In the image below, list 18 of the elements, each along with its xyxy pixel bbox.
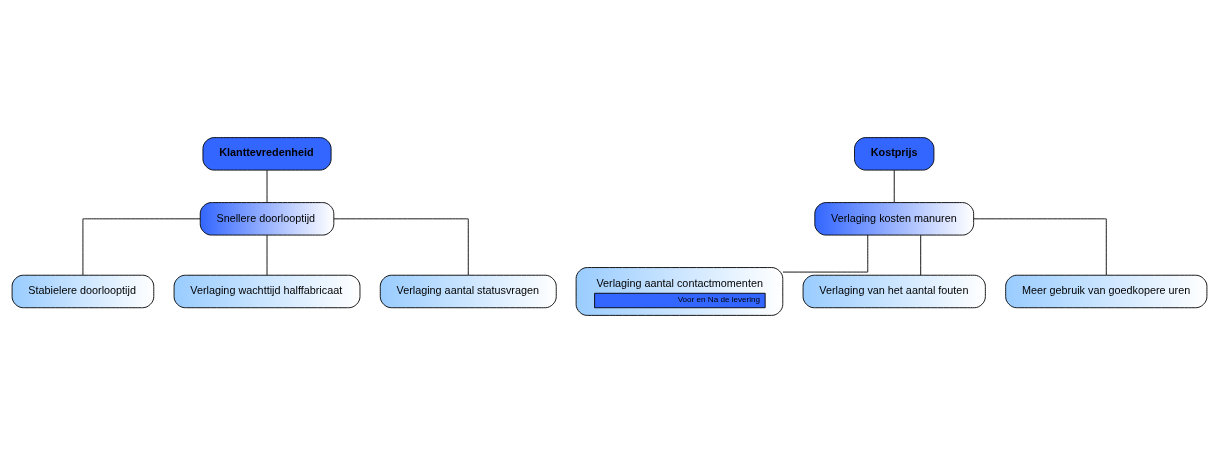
connector: [782, 234, 869, 273]
node-box: Kostprijs: [854, 137, 935, 171]
node-box: Klanttevredenheid: [202, 137, 332, 171]
node-box: Verlaging kosten manuren: [814, 202, 975, 236]
node-box: Verlaging van het aantal fouten: [802, 274, 986, 309]
connector: [82, 218, 201, 276]
node-box: Verlaging aantal statusvragen: [379, 274, 557, 309]
node-box: Meer gebruik van goedkopere uren: [1005, 274, 1208, 309]
node-box: Stabielere doorlooptijd: [11, 274, 155, 309]
connector: [266, 234, 268, 276]
connector: [920, 234, 922, 276]
node-box: Snellere doorlooptijd: [199, 202, 335, 236]
connector: [893, 169, 895, 203]
connector: [973, 218, 1107, 276]
node-box: Verlaging aantal contactmomenten Voor en Na de levering: [575, 267, 784, 316]
connector: [266, 169, 268, 203]
connector: [333, 218, 469, 276]
node-box: Verlaging wachttijd halffabricaat: [173, 274, 361, 309]
